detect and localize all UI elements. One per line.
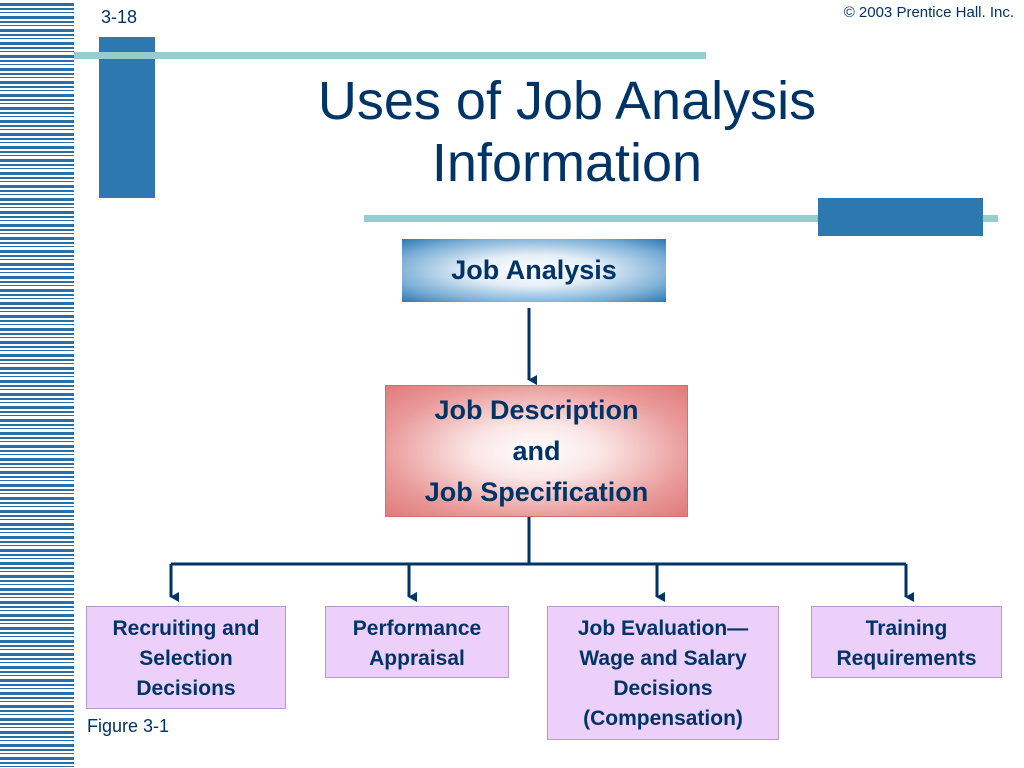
decorative-blue-block xyxy=(818,198,983,236)
copyright-notice: © 2003 Prentice Hall. Inc. xyxy=(843,4,1014,21)
job-evaluation-box: Job Evaluation— Wage and Salary Decision… xyxy=(547,606,779,740)
job-description-label: Job Description and Job Specification xyxy=(424,394,649,507)
slide-title: Uses of Job Analysis Information xyxy=(317,71,817,193)
figure-caption: Figure 3-1 xyxy=(87,716,170,736)
job-analysis-label: Job Analysis xyxy=(451,255,617,285)
training-label: Training Requirements xyxy=(836,617,977,670)
recruiting-box: Recruiting and Selection Decisions xyxy=(86,606,286,709)
decorative-blue-bar xyxy=(99,37,155,198)
performance-appraisal-label: Performance Appraisal xyxy=(352,617,482,670)
slide-number: 3-18 xyxy=(101,7,138,27)
decorative-teal-line-top xyxy=(74,52,706,59)
job-analysis-box: Job Analysis xyxy=(402,239,666,302)
job-description-box: Job Description and Job Specification xyxy=(385,385,688,517)
training-box: Training Requirements xyxy=(811,606,1002,678)
job-evaluation-label: Job Evaluation— Wage and Salary Decision… xyxy=(577,617,749,730)
performance-appraisal-box: Performance Appraisal xyxy=(325,606,509,678)
decorative-teal-line-mid xyxy=(364,215,998,222)
decorative-stripes xyxy=(0,0,74,768)
recruiting-label: Recruiting and Selection Decisions xyxy=(112,617,260,700)
